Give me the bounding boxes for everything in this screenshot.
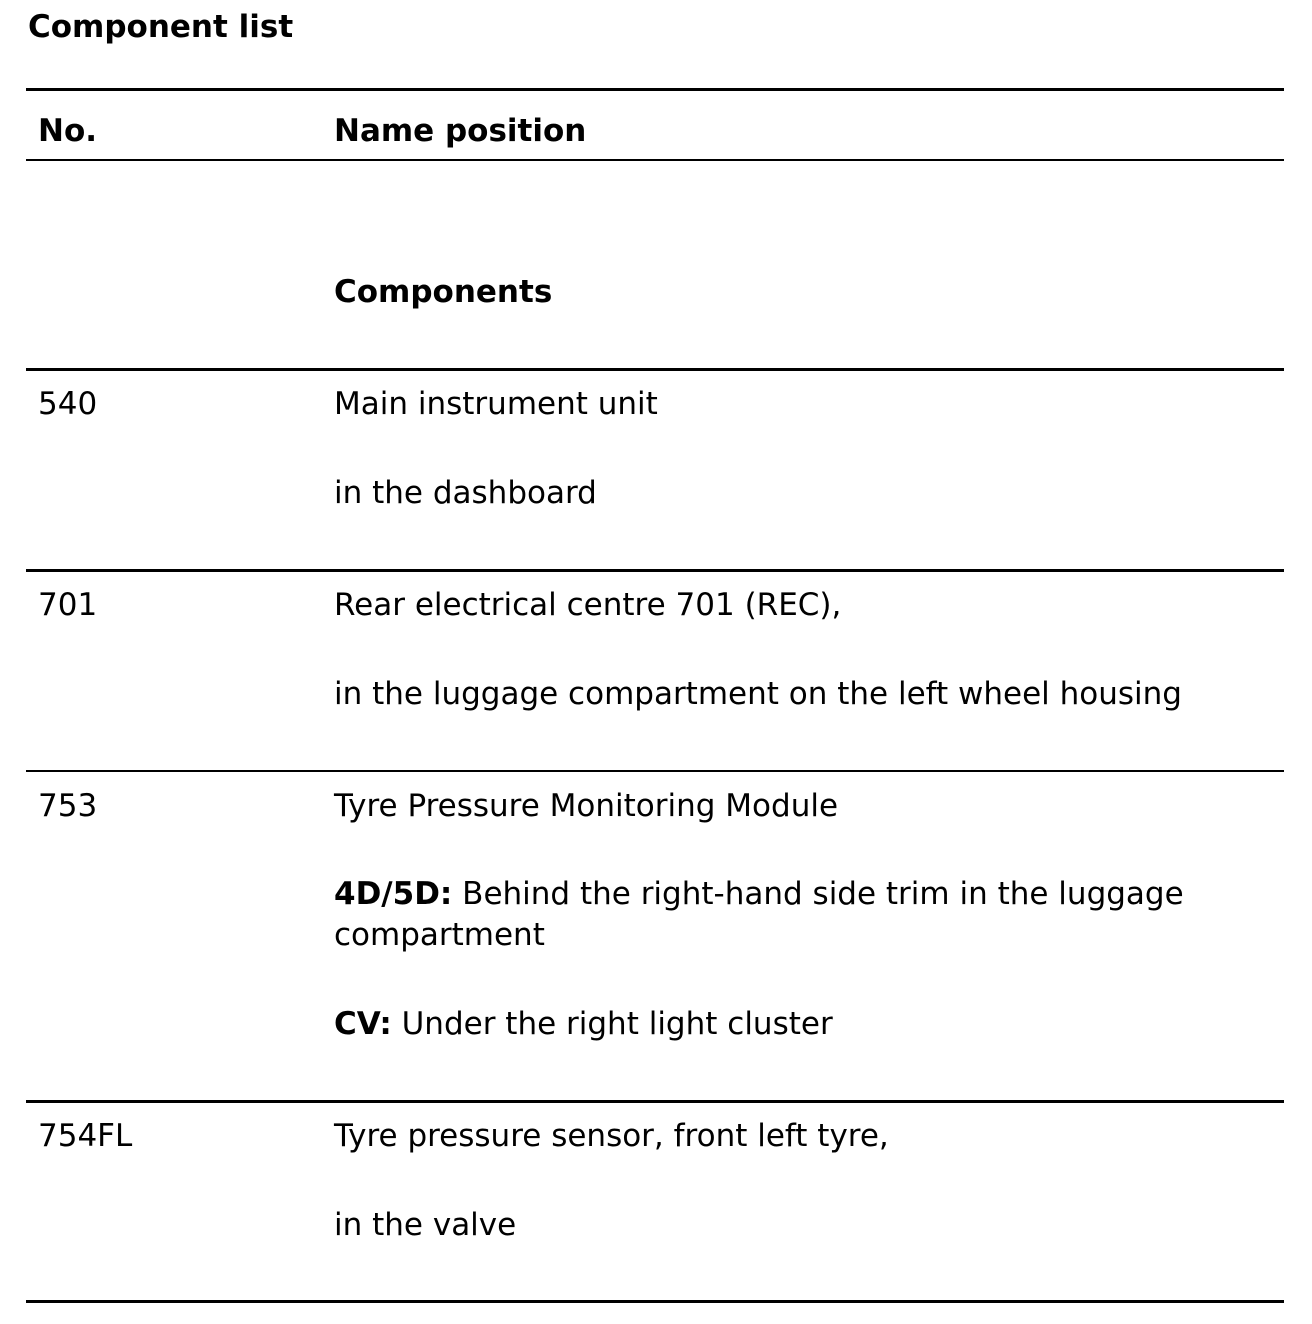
column-header-no: No. xyxy=(38,113,98,149)
row-divider xyxy=(26,770,1284,772)
header-rule xyxy=(26,159,1284,161)
row-position-753-4d5d: 4D/5D: Behind the right-hand side trim i… xyxy=(334,874,1279,956)
row-number-753: 753 xyxy=(38,788,98,824)
row-number-754fl: 754FL xyxy=(38,1118,133,1154)
row-divider xyxy=(26,368,1284,371)
row-name-540: Main instrument unit xyxy=(334,386,658,422)
row-number-701: 701 xyxy=(38,587,98,623)
row-name-753: Tyre Pressure Monitoring Module xyxy=(334,788,839,824)
row-position-754fl: in the valve xyxy=(334,1207,517,1243)
row-name-754fl: Tyre pressure sensor, front left tyre, xyxy=(334,1118,889,1154)
row-divider xyxy=(26,569,1284,572)
row-number-540: 540 xyxy=(38,386,98,422)
row-divider xyxy=(26,1100,1284,1103)
row-position-701: in the luggage compartment on the left w… xyxy=(334,676,1182,712)
variant-text-4d5d: Behind the right-hand side trim in the l… xyxy=(334,876,1184,953)
page-title: Component list xyxy=(28,9,294,45)
variant-label-4d5d: 4D/5D: xyxy=(334,876,453,912)
column-header-name-position: Name position xyxy=(334,113,587,149)
row-position-540: in the dashboard xyxy=(334,475,597,511)
section-heading: Components xyxy=(334,274,553,310)
variant-text-cv: Under the right light cluster xyxy=(391,1006,833,1042)
table-top-rule xyxy=(26,88,1284,91)
table-bottom-rule xyxy=(26,1300,1284,1303)
row-position-753-cv: CV: Under the right light cluster xyxy=(334,1005,833,1043)
row-name-701: Rear electrical centre 701 (REC), xyxy=(334,587,842,623)
variant-label-cv: CV: xyxy=(334,1006,392,1042)
